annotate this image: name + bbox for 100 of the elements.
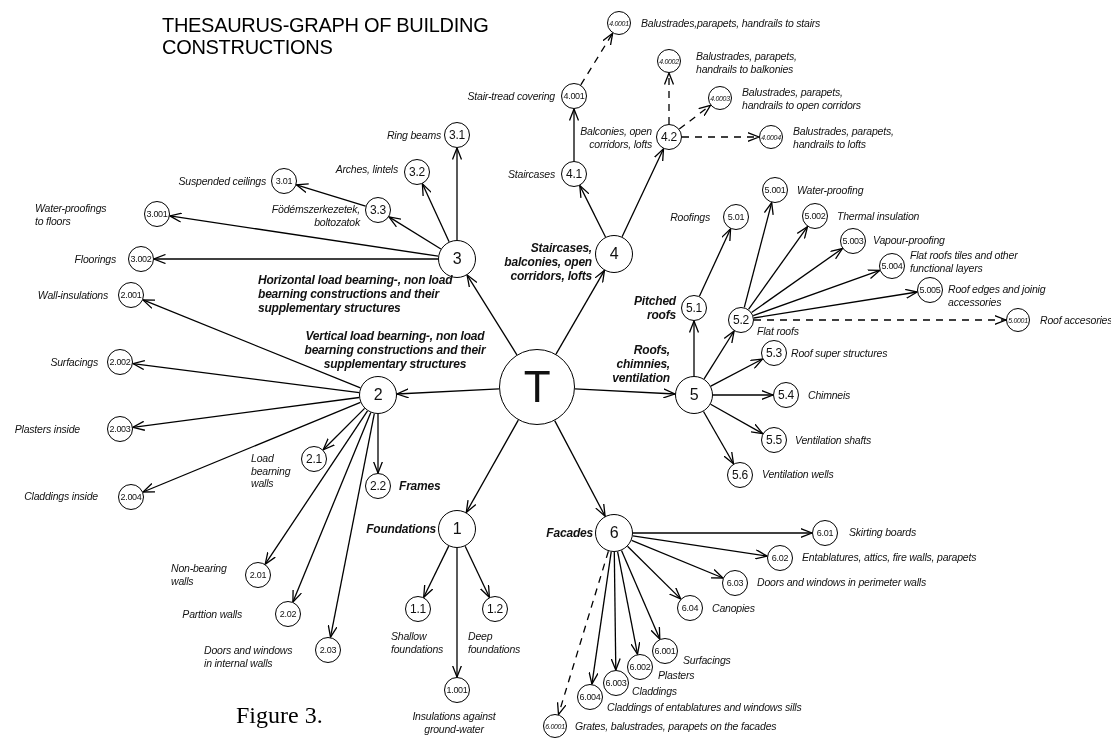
- node-label: Balconies, open corridors, lofts: [579, 124, 652, 150]
- arrow: [322, 407, 366, 451]
- node-label: Staircases: [507, 167, 555, 181]
- node-circle: 2.004: [118, 484, 144, 510]
- arrow: [423, 545, 450, 598]
- arrow: [753, 314, 1007, 326]
- node-circle: 6.003: [603, 670, 629, 696]
- node-label: Foundations: [366, 522, 436, 536]
- diagram-title: THESAURUS-GRAPH OF BUILDING CONSTRUCTIONS: [162, 14, 490, 58]
- arrow: [753, 288, 918, 319]
- node-circle: 5.6: [727, 462, 753, 488]
- node-label: Doors and windows in internal walls: [204, 644, 294, 669]
- node-circle: 2.001: [118, 282, 144, 308]
- arrow: [388, 216, 442, 250]
- arrow: [632, 535, 768, 560]
- node-label: Suspended ceilings: [178, 174, 266, 188]
- node-circle: 2.1: [301, 446, 327, 472]
- node-label: Facades: [546, 526, 593, 540]
- node-label: Stair-tread covering: [467, 89, 555, 103]
- arrow: [626, 545, 682, 600]
- node-label: Water-proofings to floors: [35, 202, 108, 227]
- node-label: Chimneis: [808, 388, 851, 402]
- node-label: Shallow foundations: [391, 630, 445, 655]
- arrow: [678, 104, 712, 130]
- node-label: Claddings: [632, 684, 677, 698]
- arrow: [568, 108, 580, 162]
- node-circle: 5: [675, 376, 713, 414]
- arrow: [703, 330, 735, 380]
- node-circle: 5.2: [728, 307, 754, 333]
- node-label: Vertical load bearning-, non load bearning constructions and their supplementary structures: [303, 329, 487, 371]
- node-label: Parttion walls: [182, 607, 242, 621]
- arrow: [464, 545, 491, 598]
- node-circle: 5.4: [773, 382, 799, 408]
- node-circle: 2.01: [245, 562, 271, 588]
- arrow: [621, 148, 665, 238]
- arrow: [396, 388, 500, 399]
- arrow: [616, 551, 641, 655]
- node-circle: 5.1: [681, 295, 707, 321]
- arrow: [132, 396, 360, 431]
- arrow: [295, 183, 367, 207]
- node-label: Wall-insulations: [37, 288, 108, 302]
- node-label: Flat roofs: [757, 324, 799, 338]
- arrow: [630, 539, 724, 579]
- node-circle: T: [499, 349, 575, 425]
- node-circle: 2.02: [275, 601, 301, 627]
- node-circle: 5.004: [879, 253, 905, 279]
- arrow: [554, 419, 606, 517]
- arrow: [142, 401, 362, 493]
- node-circle: 2.002: [107, 349, 133, 375]
- node-label: Roof super structures: [791, 346, 888, 360]
- node-circle: 5.3: [761, 340, 787, 366]
- node-label: Claddings inside: [24, 489, 98, 503]
- node-label: Pitched roofs: [633, 294, 676, 322]
- node-label: Water-proofing: [797, 183, 864, 197]
- node-label: Skirting boards: [849, 525, 917, 539]
- node-label: Balustrades, parapets, handrails to lofts: [793, 124, 895, 150]
- node-circle: 1.2: [482, 596, 508, 622]
- node-label: Thermal insulation: [837, 209, 920, 223]
- node-circle: 3.2: [404, 159, 430, 185]
- node-label: Entablatures, attics, fire walls, parapets: [802, 550, 977, 564]
- arrow: [712, 389, 774, 401]
- arrow: [709, 403, 764, 435]
- node-circle: 2.03: [315, 637, 341, 663]
- node-label: Ventilation wells: [762, 467, 834, 481]
- node-circle: 4.001: [561, 83, 587, 109]
- arrow: [610, 551, 621, 671]
- node-circle: 5.003: [840, 228, 866, 254]
- node-label: Plasters inside: [14, 422, 80, 436]
- node-circle: 6.02: [767, 545, 793, 571]
- node-circle: 3.01: [271, 168, 297, 194]
- arrow: [153, 253, 439, 265]
- node-label: Deep foundations: [468, 630, 522, 655]
- arrow: [421, 183, 450, 243]
- node-circle: 3.1: [444, 122, 470, 148]
- arrow: [743, 201, 774, 309]
- node-circle: 4.2: [656, 124, 682, 150]
- arrow: [574, 388, 676, 399]
- arrow: [752, 269, 881, 317]
- arrow: [681, 131, 760, 143]
- node-circle: 6.04: [677, 595, 703, 621]
- node-label: Surfacings: [683, 653, 731, 667]
- node-label: Roofings: [670, 210, 710, 224]
- arrow: [292, 411, 372, 603]
- node-label: Flat roofs tiles and other functional layers: [910, 248, 1019, 274]
- node-circle: 5.005: [917, 277, 943, 303]
- node-label: Grates, balustrades, parapets on the facades: [575, 719, 777, 733]
- figure-caption: Figure 3.: [236, 702, 323, 729]
- node-circle: 3.002: [128, 246, 154, 272]
- node-label: Doors and windows in perimeter walls: [757, 575, 927, 589]
- node-label: Balustrades,parapets, handrails to stairs: [641, 16, 821, 30]
- node-label: Arches, lintels: [335, 162, 398, 176]
- node-label: Balustrades, parapets, handrails to balkonies: [696, 49, 798, 75]
- arrow: [169, 212, 439, 257]
- node-label: Floorings: [74, 252, 116, 266]
- arrow: [555, 269, 606, 355]
- node-circle: 1: [438, 510, 476, 548]
- arrow: [579, 184, 607, 238]
- node-label: Plasters: [658, 668, 695, 682]
- arrow: [451, 147, 463, 241]
- node-label: Insulations against ground-water: [411, 709, 497, 735]
